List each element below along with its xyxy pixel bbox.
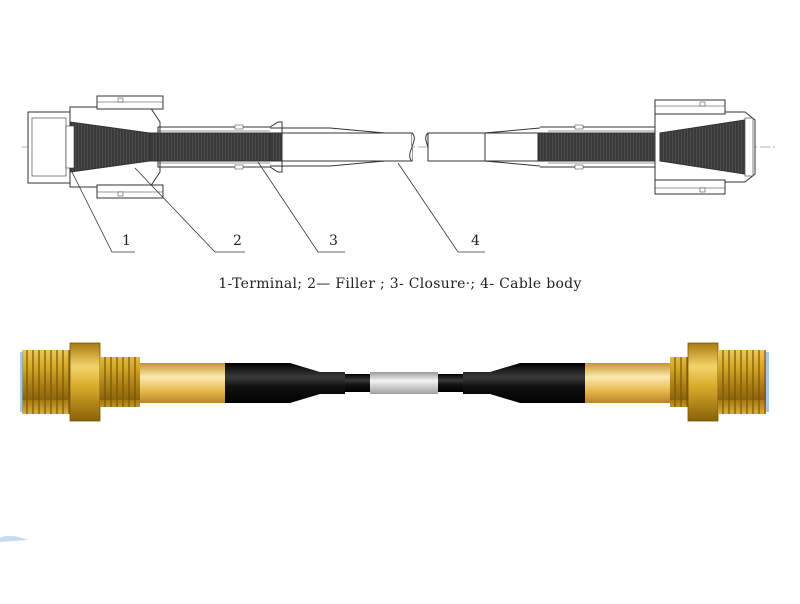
cable-assembly-render (20, 342, 769, 422)
left-terminal-section (27, 95, 415, 199)
callout-2: 2 (233, 233, 242, 249)
technical-drawing (22, 95, 775, 253)
left-nut (69, 342, 101, 422)
leader-lines (71, 161, 485, 253)
callout-3: 3 (329, 233, 338, 249)
right-terminal-section (425, 99, 756, 195)
right-sleeve (463, 363, 585, 403)
callout-4: 4 (471, 233, 480, 249)
left-thread (22, 350, 70, 414)
figure-caption: 1-Terminal; 2— Filler ; 3- Closure·; 4- … (218, 276, 582, 292)
corner-artifact (0, 535, 28, 542)
left-sleeve (225, 363, 345, 403)
left-ferrule (140, 363, 225, 403)
cable-body (370, 372, 438, 394)
right-thread (718, 350, 766, 414)
right-ferrule (585, 363, 670, 403)
callout-1: 1 (122, 233, 131, 249)
right-nut (687, 342, 719, 422)
